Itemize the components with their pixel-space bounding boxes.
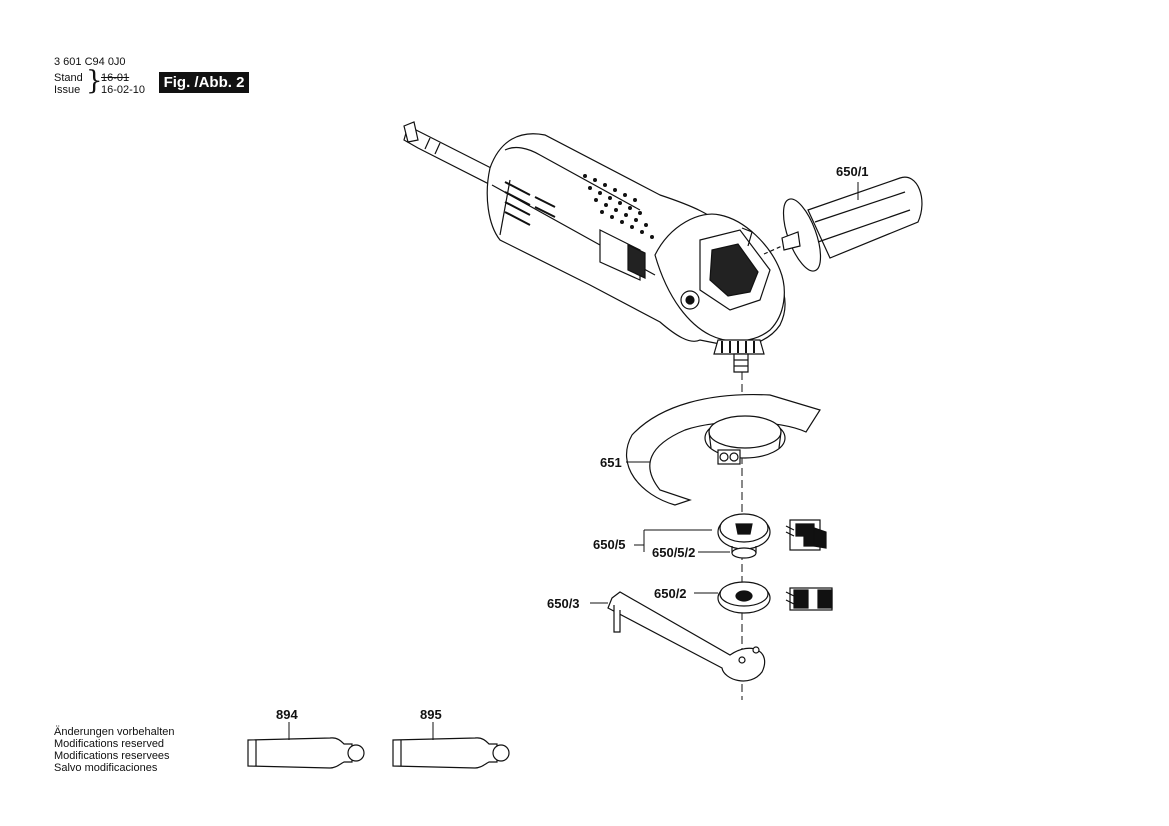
power-cord: [403, 121, 496, 185]
label-650-1: 650/1: [836, 164, 869, 179]
flange-section-detail: [785, 519, 827, 551]
nut-section-detail: [785, 587, 833, 611]
grease-tube-894: [247, 737, 365, 769]
side-handle: [763, 176, 923, 272]
issue-date: 16-02-10: [101, 84, 146, 96]
clamping-flange: [717, 513, 771, 559]
label-650-5: 650/5: [593, 537, 626, 552]
clamp-nut: [717, 581, 771, 614]
note-de: Änderungen vorbehalten: [54, 726, 175, 738]
note-fr: Modifications reservees: [54, 750, 170, 762]
stand-label: Stand: [54, 72, 83, 84]
label-650-5-2: 650/5/2: [652, 545, 696, 560]
label-650-2: 650/2: [654, 586, 687, 601]
document-number: 3 601 C94 0J0: [54, 56, 126, 68]
two-pin-spanner: [607, 591, 766, 682]
figure-badge: Fig. /Abb. 2: [159, 72, 249, 93]
angle-grinder-body: [486, 133, 786, 373]
issue-label: Issue: [54, 84, 81, 96]
grease-tube-895: [392, 737, 510, 769]
modification-notes: Änderungen vorbehalten Modifications res…: [54, 726, 174, 774]
brace-icon: }: [86, 66, 103, 96]
note-en: Modifications reserved: [54, 738, 165, 750]
leader-lines: [288, 182, 859, 740]
note-es: Salvo modificaciones: [54, 762, 158, 774]
label-651: 651: [600, 455, 622, 470]
stand-date: 16-01: [101, 72, 130, 84]
label-650-3: 650/3: [547, 596, 580, 611]
label-894: 894: [276, 707, 298, 722]
protective-guard: [626, 393, 821, 506]
label-895: 895: [420, 707, 442, 722]
